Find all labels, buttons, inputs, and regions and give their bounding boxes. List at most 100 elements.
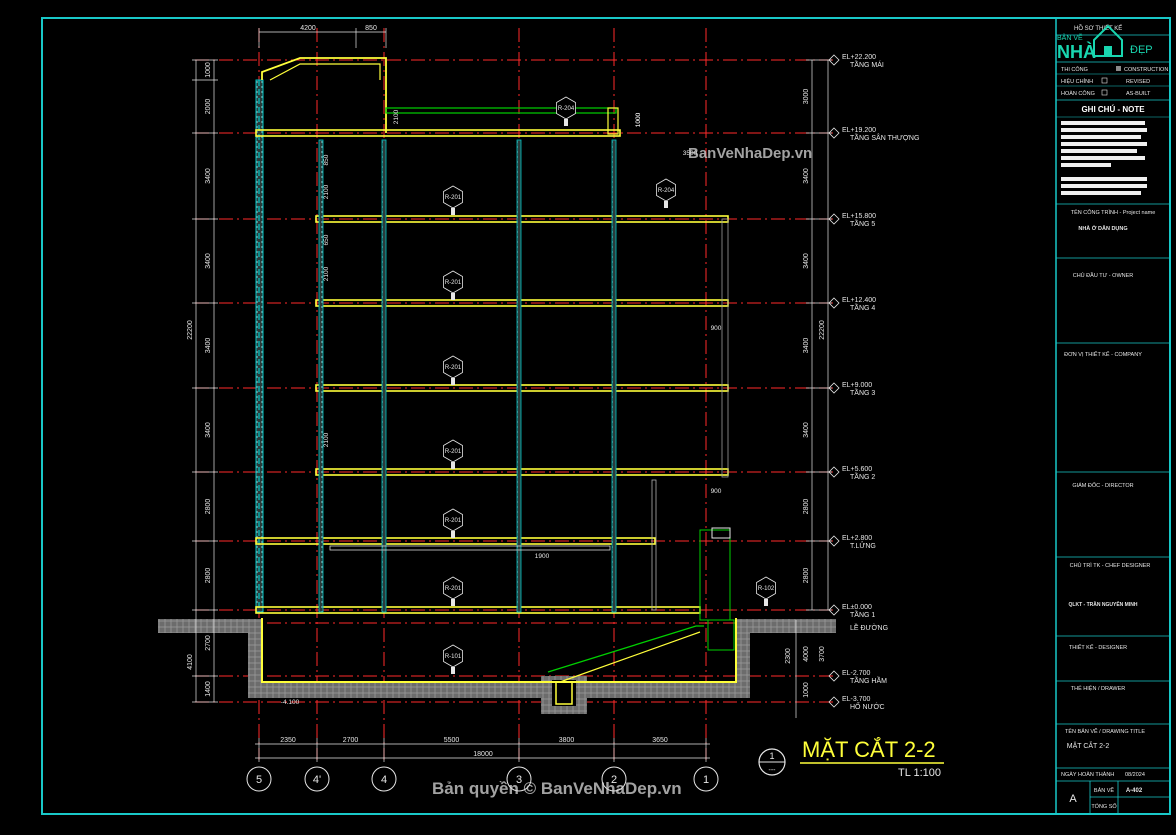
right-base-1: 4000 [803, 646, 810, 662]
owner-label: CHỦ ĐẦU TƯ - OWNER [1073, 272, 1134, 279]
level-name-8: LỀ ĐƯỜNG [850, 622, 888, 632]
right-total: 22200 [819, 320, 826, 340]
date-label: NGÀY HOÀN THÀNH [1061, 771, 1114, 778]
level-symbol-10 [828, 696, 840, 708]
level-name-5: TẦNG 2 [850, 471, 875, 481]
level-symbol-7 [828, 604, 840, 616]
axis-bubble-2 [371, 766, 397, 792]
floor-slab-5 [255, 537, 656, 545]
checkbox-asbuilt[interactable] [1101, 89, 1108, 96]
note-header: GHI CHÚ - NOTE [1081, 105, 1145, 114]
inner-dim-6: 2100 [323, 432, 330, 447]
inner-dim-0: 850 [323, 154, 330, 165]
roof-terrace-rail [385, 107, 617, 114]
basement-ramp [547, 625, 704, 673]
logo: BẢN VẼ NHÀ ĐẸP [1057, 24, 1153, 62]
level-el-1: EL+19.200 [842, 127, 876, 134]
right-base-0: 2300 [785, 648, 792, 664]
logo-suffix: ĐẸP [1130, 44, 1153, 56]
level-el-10: EL-3.700 [842, 696, 871, 703]
right-facade-wall [721, 218, 729, 478]
drawing-scale: TL 1:100 [898, 767, 941, 779]
room-tag-stem-3 [451, 293, 455, 300]
chief-designer-value: QLKT - TRẦN NGUYỄN MINH [1069, 601, 1138, 608]
axis-bubble-1 [304, 766, 330, 792]
right-dim-2: 3400 [803, 253, 810, 269]
level-el-0: EL+22.200 [842, 54, 876, 61]
level-el-5: EL+5.600 [842, 466, 872, 473]
inner-dim-10: 3500 [683, 150, 698, 157]
status-value-asbuilt: AS-BUILT [1126, 91, 1151, 97]
sheet-frame [41, 17, 1171, 815]
room-tag-stem-9 [764, 599, 768, 606]
house-icon [1093, 24, 1123, 57]
column-0 [318, 139, 324, 613]
level-name-9: TẦNG HẦM [850, 675, 887, 685]
left-dim-9: 1400 [205, 681, 212, 697]
bottom-dim-2: 5500 [444, 737, 460, 744]
level-name-7: TẦNG 1 [850, 609, 875, 619]
left-total: 22200 [187, 320, 194, 340]
drain-pit [707, 619, 735, 651]
room-tag-label-0: R-204 [558, 106, 575, 112]
logo-main: NHÀ [1057, 41, 1096, 62]
top-dim-0: 4200 [300, 25, 316, 32]
floor-slab-1 [315, 215, 729, 223]
left-dim-1: 2000 [205, 99, 212, 115]
room-tag-stem-8 [451, 667, 455, 674]
axis-bubble-label-5: 1 [703, 774, 709, 786]
ramp-slab [559, 631, 701, 683]
status-label-revised: HIỆU CHỈNH [1061, 77, 1093, 85]
mezzanine-wall [651, 479, 657, 611]
top-dim-1: 850 [365, 25, 377, 32]
left-dim-6: 2800 [205, 499, 212, 515]
bottom-dim-4: 3650 [652, 737, 668, 744]
level-name-1: TẦNG SÂN THƯỢNG [850, 132, 919, 142]
sheet-label: BẢN VẼ [1094, 787, 1115, 794]
bottom-dim-0: 2350 [280, 737, 296, 744]
level-el-7: EL±0.000 [842, 604, 872, 611]
building-structure [255, 57, 735, 683]
right-dim-0: 3000 [803, 89, 810, 105]
axis-bubble-label-4: 2 [611, 774, 617, 786]
axis-bubble-label-2: 4 [381, 774, 387, 786]
status-value-revised: REVISED [1126, 79, 1150, 85]
axis-bubble-3 [506, 766, 532, 792]
inner-dim-9: 900 [711, 488, 722, 495]
level-name-6: T.LỬNG [850, 541, 876, 550]
room-tag-label-6: R-201 [445, 518, 462, 524]
left-dim-7: 2800 [205, 568, 212, 584]
bottom-dim-1: 2700 [343, 737, 359, 744]
checkbox-revised[interactable] [1101, 77, 1108, 84]
room-tag-label-7: R-201 [445, 586, 462, 592]
room-tag-label-4: R-201 [445, 365, 462, 371]
inner-dim-11: 1000 [635, 112, 642, 127]
right-base-3: 1000 [803, 682, 810, 698]
right-dim-1: 3400 [803, 168, 810, 184]
watermark-bottom: Bản quyền © BanVeNhaDep.vn [432, 779, 682, 798]
inner-dim-7: 1900 [535, 553, 550, 560]
left-dim-0: 1000 [205, 62, 212, 78]
bottom-dim-3: 3800 [559, 737, 575, 744]
floor-slab-2 [315, 299, 729, 307]
column-1 [381, 139, 387, 613]
room-tag-label-5: R-201 [445, 449, 462, 455]
status-label-construction: THI CÔNG [1061, 66, 1088, 73]
axis-bubble-label-0: 5 [256, 774, 262, 786]
column-3 [611, 139, 617, 613]
canopy-light [711, 527, 731, 539]
drawing-title-value: MẶT CẮT 2-2 [1067, 741, 1110, 750]
section-symbol-sheet: --- [769, 767, 777, 774]
floor-slab-3 [315, 384, 729, 392]
status-value-construction: CONSTRUCTION [1124, 67, 1168, 73]
company-label: ĐƠN VỊ THIẾT KẾ - COMPANY [1064, 351, 1142, 358]
room-tag-stem-6 [451, 531, 455, 538]
room-tag-label-3: R-201 [445, 280, 462, 286]
level-el-2: EL+15.800 [842, 213, 876, 220]
left-dim-2: 3400 [205, 168, 212, 184]
checkbox-construction[interactable] [1116, 66, 1121, 71]
level-symbol-2 [828, 213, 840, 225]
inner-dim-1: 2100 [323, 184, 330, 199]
